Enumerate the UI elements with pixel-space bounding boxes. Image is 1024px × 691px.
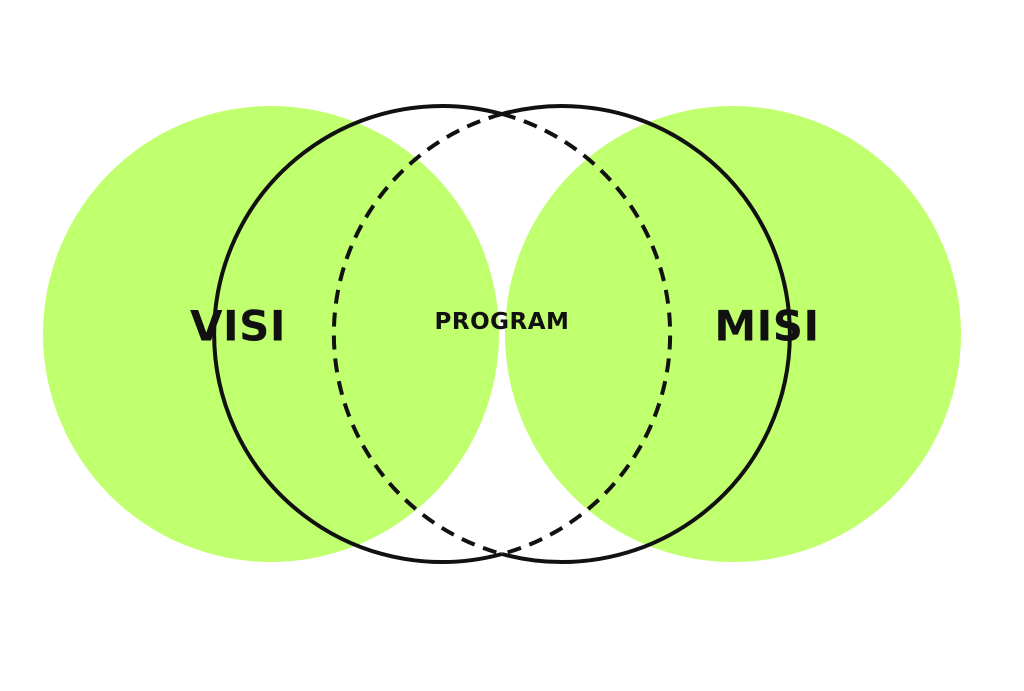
circle-visi-outline [212, 104, 503, 564]
label-program: PROGRAM [434, 309, 570, 335]
circle-visi [43, 106, 499, 562]
circle-misi-outline [501, 104, 792, 564]
circle-misi [505, 106, 961, 562]
label-visi: VISI [189, 301, 287, 351]
label-misi: MISI [714, 301, 820, 351]
